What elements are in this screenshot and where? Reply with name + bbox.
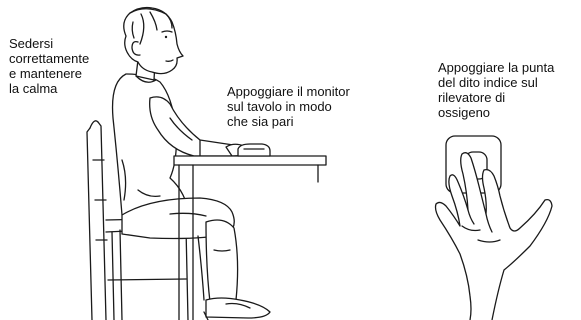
posture-instruction-line: e mantenere bbox=[9, 66, 82, 81]
table-illustration bbox=[173, 155, 327, 320]
finger-instruction-line: rilevatore di bbox=[438, 90, 506, 105]
finger-instruction-line: del dito indice sul bbox=[438, 75, 538, 90]
posture-instruction-line: la calma bbox=[9, 81, 58, 96]
posture-instruction-line: Sedersi bbox=[9, 36, 54, 51]
finger-instruction: Appoggiare la punta del dito indice sul … bbox=[438, 60, 554, 120]
posture-instruction: Sedersi correttamente e mantenere la cal… bbox=[9, 36, 89, 96]
monitor-instruction-line: che sia pari bbox=[227, 114, 294, 129]
seated-person-illustration bbox=[111, 6, 271, 320]
monitor-instruction-line: sul tavolo in modo bbox=[227, 99, 332, 114]
monitor-instruction-line: Appoggiare il monitor bbox=[227, 84, 350, 99]
monitor-instruction: Appoggiare il monitor sul tavolo in modo… bbox=[227, 84, 350, 129]
monitor-device-illustration bbox=[237, 143, 271, 157]
posture-instruction-line: correttamente bbox=[9, 51, 90, 66]
finger-instruction-line: ossigeno bbox=[438, 105, 491, 120]
finger-instruction-line: Appoggiare la punta bbox=[438, 60, 555, 75]
hand-on-oximeter-illustration bbox=[434, 135, 553, 320]
